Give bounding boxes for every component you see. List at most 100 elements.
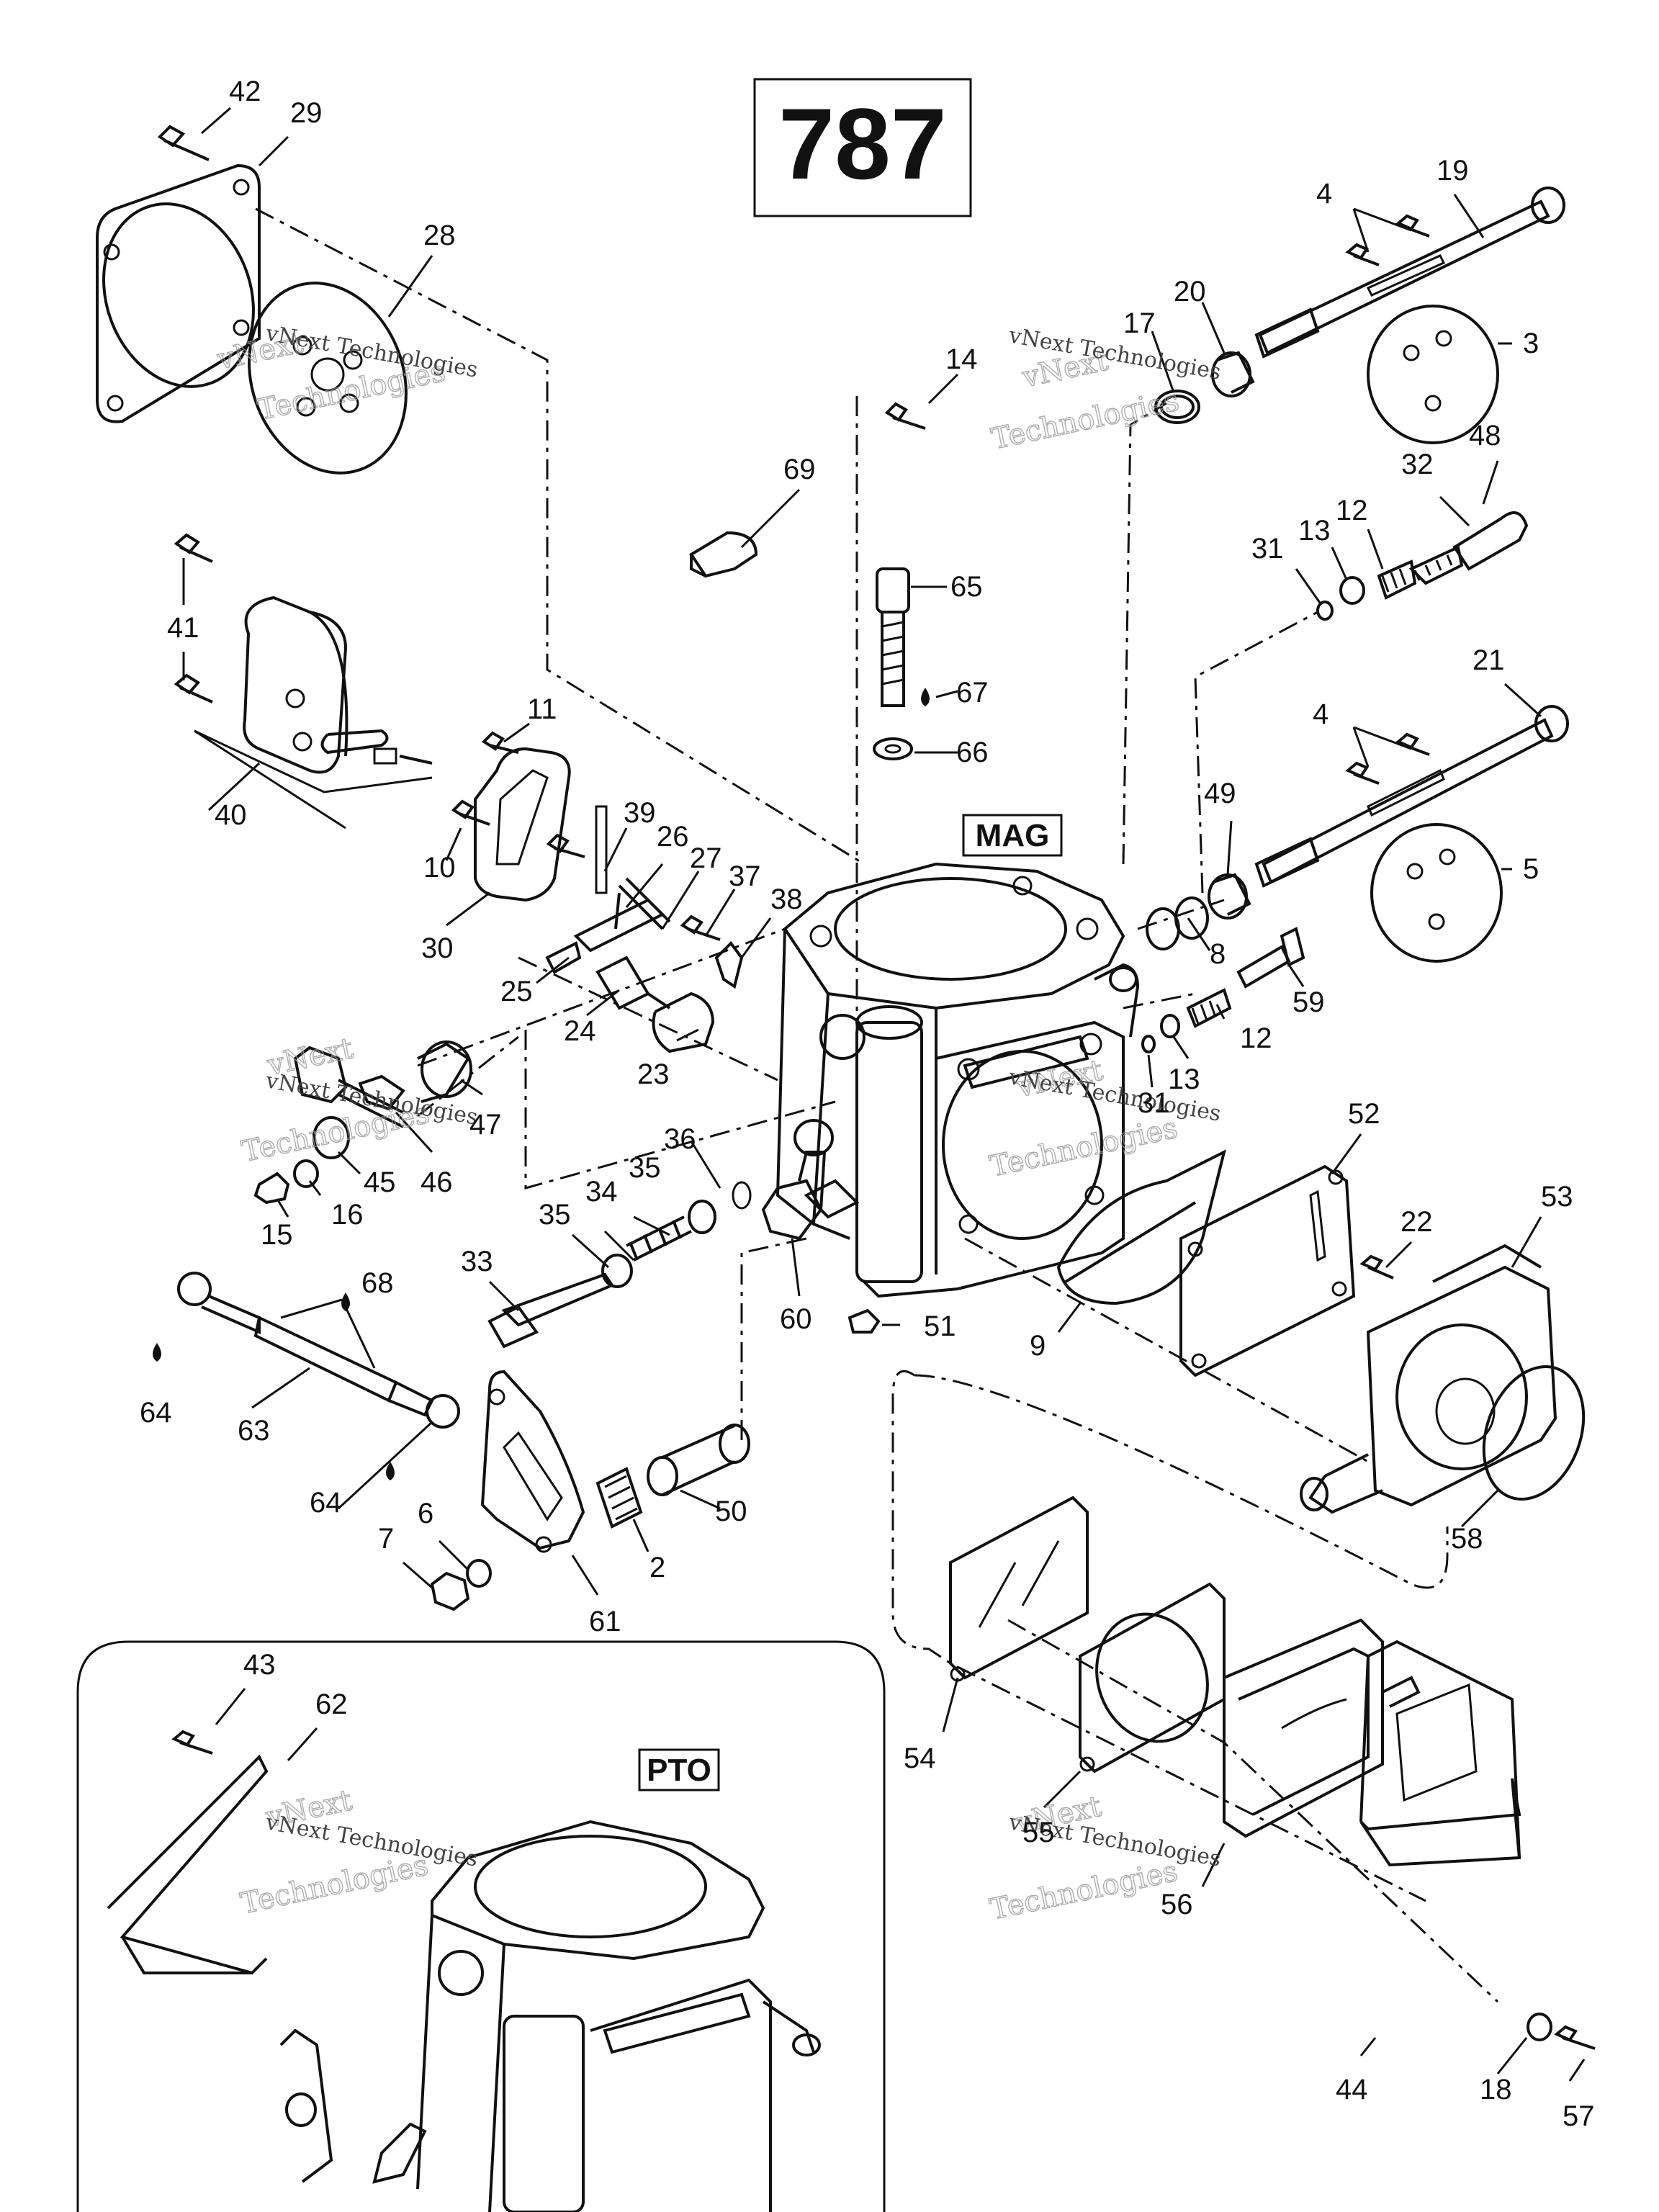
callout-30: 30 — [421, 932, 454, 964]
pilot-screw-group — [253, 1040, 472, 1205]
callout-5: 5 — [1523, 853, 1539, 885]
callout-50: 50 — [715, 1496, 747, 1527]
callout-58: 58 — [1451, 1523, 1483, 1555]
screw-22 — [1359, 1254, 1394, 1280]
washer-66 — [873, 737, 913, 760]
callout-63: 63 — [238, 1415, 270, 1447]
washer-13a — [1339, 576, 1365, 605]
pto-inset: PTO — [76, 1640, 886, 2212]
callout-45: 45 — [364, 1166, 396, 1198]
callout-44: 44 — [1336, 2074, 1368, 2105]
idle-needle-group — [487, 1181, 752, 1349]
watermark-technologies: Technologies — [987, 1112, 1181, 1184]
bushing-20 — [1211, 351, 1255, 397]
callout-16: 16 — [331, 1199, 364, 1231]
callout-9: 9 — [1030, 1330, 1046, 1362]
screws-4b — [1345, 732, 1430, 785]
callout-39: 39 — [624, 797, 656, 829]
return-spring — [595, 1467, 643, 1529]
o-rings-8 — [1146, 896, 1209, 950]
o-ring-31b — [1141, 1035, 1156, 1053]
bracket-44 — [1359, 1640, 1521, 1867]
washer-13b — [1160, 1014, 1180, 1038]
callout-31b: 31 — [1138, 1087, 1170, 1119]
screws-4a — [1345, 214, 1430, 266]
diaphragm-9 — [1056, 1149, 1226, 1305]
pto-label: PTO — [647, 1753, 711, 1788]
callout-29: 29 — [290, 97, 323, 129]
callout-64b: 64 — [310, 1487, 342, 1519]
callout-3: 3 — [1523, 328, 1539, 359]
bolt-65 — [876, 567, 910, 707]
nut-washer — [430, 1559, 492, 1611]
callout-53: 53 — [1541, 1181, 1573, 1213]
throttle-plate-3 — [1367, 305, 1499, 444]
oil-drops — [153, 688, 930, 1480]
callout-52: 52 — [1348, 1098, 1380, 1130]
callout-labels: 42 29 28 41 40 11 10 30 39 26 27 37 38 2… — [140, 76, 1595, 2132]
washer-18 — [1527, 2013, 1552, 2041]
callout-33: 33 — [461, 1246, 493, 1277]
callout-23: 23 — [637, 1058, 670, 1090]
callout-38: 38 — [770, 884, 803, 915]
callout-31a: 31 — [1251, 533, 1284, 565]
callout-24: 24 — [564, 1015, 596, 1047]
nut-51 — [848, 1308, 881, 1334]
callout-60: 60 — [780, 1303, 812, 1335]
throttle-lever — [480, 1370, 585, 1553]
callout-46: 46 — [421, 1166, 453, 1198]
callout-35b: 35 — [539, 1199, 571, 1231]
top-cover-gasket — [96, 163, 261, 423]
mag-label: MAG — [976, 818, 1050, 853]
watermarks: vNext Technologies vNext Technologies vN… — [213, 320, 1223, 1927]
callout-48: 48 — [1469, 420, 1501, 451]
callout-21: 21 — [1473, 644, 1505, 676]
callout-13b: 13 — [1168, 1064, 1200, 1095]
callout-4a: 4 — [1316, 178, 1332, 210]
callout-36: 36 — [664, 1123, 696, 1155]
callout-61: 61 — [589, 1606, 621, 1637]
callout-41: 41 — [167, 612, 199, 644]
callout-13a: 13 — [1298, 515, 1331, 547]
callout-56: 56 — [1161, 1889, 1193, 1920]
callout-35a: 35 — [629, 1152, 661, 1184]
screw-57 — [1554, 2025, 1596, 2050]
watermark-technologies: Technologies — [238, 1848, 431, 1920]
callout-12a: 12 — [1336, 495, 1368, 526]
screw-42 — [157, 125, 210, 161]
watermark-technologies: Technologies — [987, 1855, 1181, 1927]
callout-34: 34 — [585, 1176, 618, 1208]
callout-7: 7 — [378, 1523, 394, 1555]
diagram-number-box: 787 — [753, 78, 972, 217]
idle-screw-32 — [1408, 511, 1529, 585]
callout-68: 68 — [361, 1267, 394, 1299]
sleeve-50 — [647, 1424, 750, 1496]
o-ring-58 — [1482, 1365, 1586, 1501]
callout-32: 32 — [1401, 449, 1434, 480]
choke-lever-60 — [761, 1151, 827, 1241]
spring-12a — [1377, 559, 1417, 600]
callout-40: 40 — [215, 799, 247, 831]
callout-66: 66 — [956, 737, 989, 768]
callout-19: 19 — [1437, 155, 1469, 186]
screw-43 — [171, 1730, 213, 1755]
screws-10-11 — [451, 731, 585, 858]
callout-20: 20 — [1174, 276, 1206, 307]
check-valve-cover — [194, 595, 433, 830]
callout-57: 57 — [1563, 2100, 1595, 2132]
callout-4b: 4 — [1313, 698, 1328, 730]
callout-55: 55 — [1022, 1817, 1055, 1848]
gasket-52 — [1179, 1164, 1356, 1377]
callout-69: 69 — [783, 454, 816, 485]
pump-cover-53 — [1300, 1244, 1557, 1514]
callout-49: 49 — [1204, 778, 1236, 809]
callout-2: 2 — [649, 1552, 665, 1583]
callout-54: 54 — [904, 1743, 936, 1774]
callout-11: 11 — [527, 693, 557, 725]
throttle-link-rod — [177, 1272, 460, 1429]
callout-26: 26 — [657, 821, 689, 853]
callout-27: 27 — [690, 842, 722, 874]
screw-59 — [1236, 927, 1305, 989]
pto-bracket-62 — [107, 1754, 269, 1975]
carburetor-body-mag — [775, 862, 1140, 1298]
